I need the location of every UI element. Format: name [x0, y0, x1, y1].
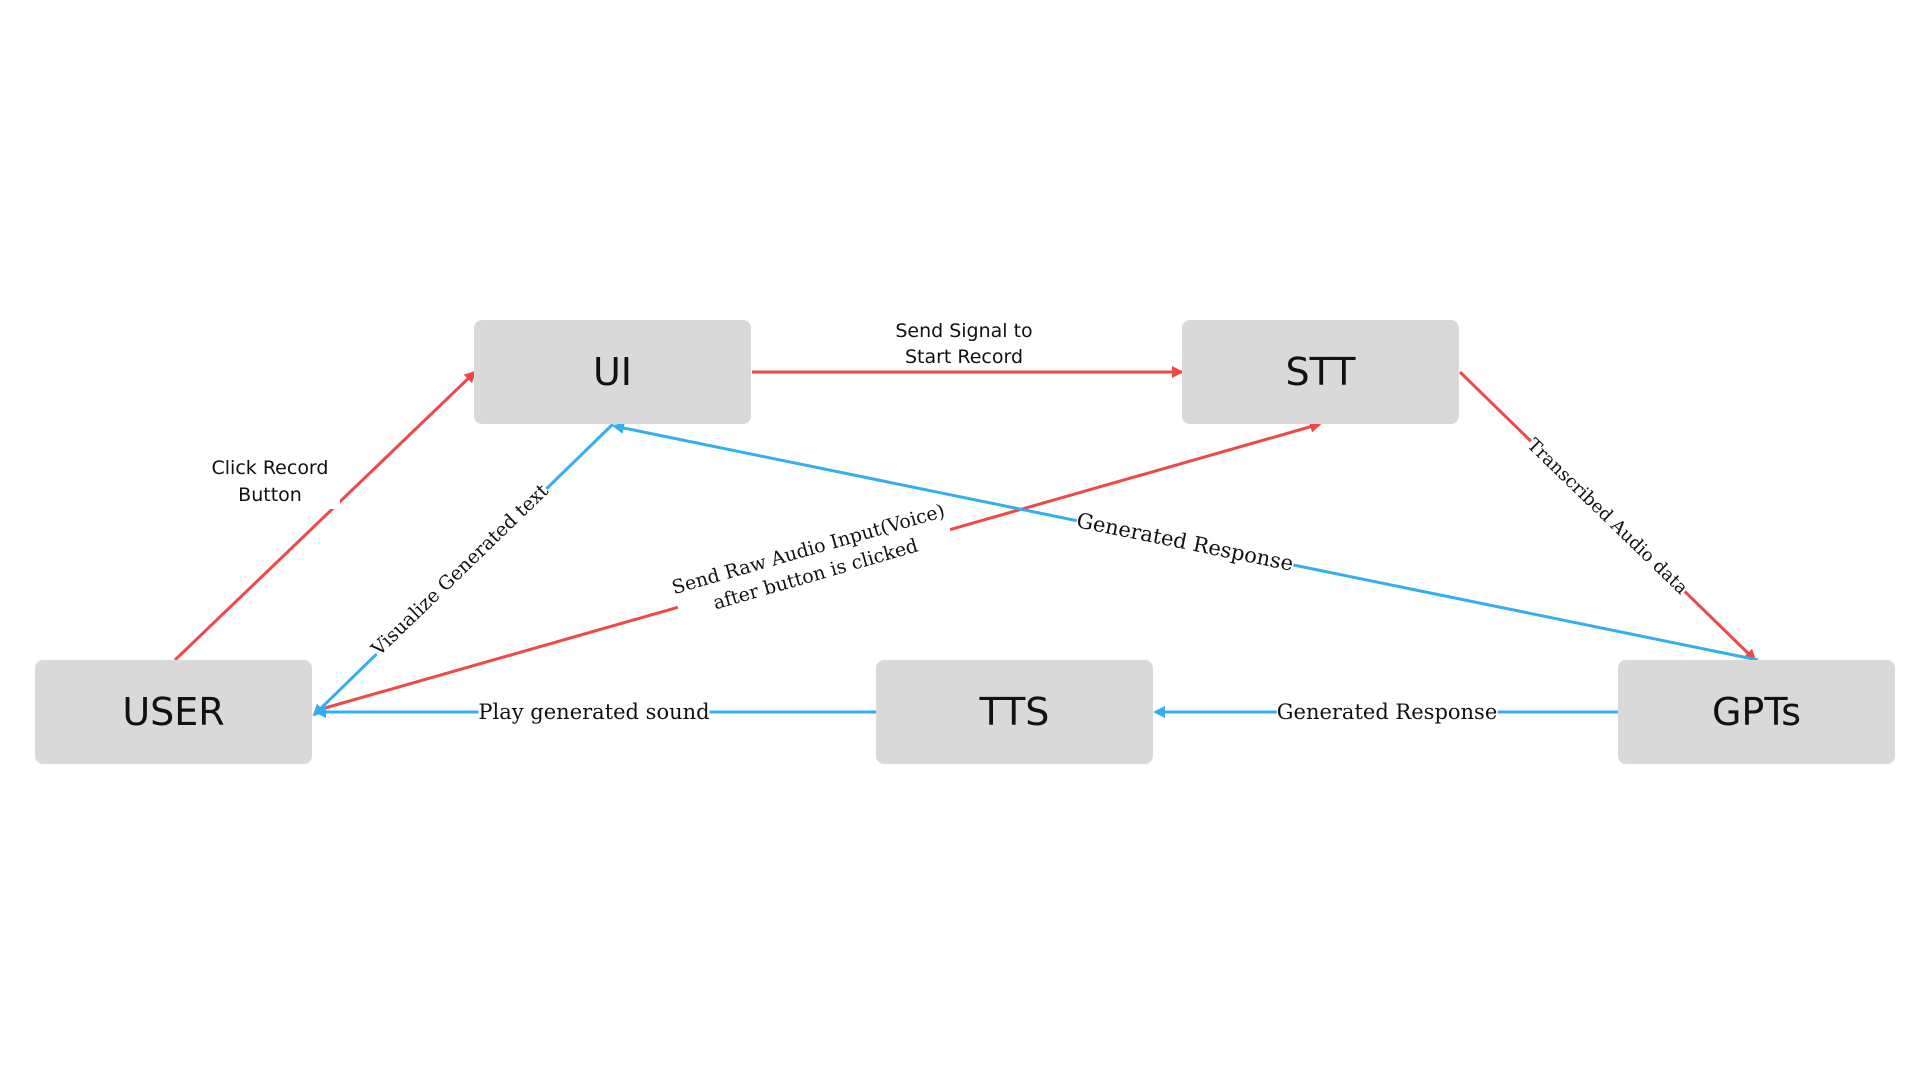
node-stt: STT — [1182, 320, 1459, 424]
node-ui: UI — [474, 320, 751, 424]
node-tts: TTS — [876, 660, 1153, 764]
node-user: USER — [35, 660, 312, 764]
label-ui-to-stt-line2: Start Record — [904, 346, 1024, 368]
label-gpts-to-tts: Generated Response — [1276, 700, 1498, 724]
label-ui-to-stt: Send Signal to Start Record — [884, 318, 1044, 370]
arrow-user-to-ui — [173, 370, 477, 662]
node-gpts: GPTs — [1618, 660, 1895, 764]
label-user-to-ui-line2: Button — [238, 484, 302, 506]
label-tts-to-user: Play generated sound — [478, 700, 710, 724]
label-user-to-ui: Click Record Button — [200, 455, 340, 509]
label-ui-to-stt-line1: Send Signal to — [895, 320, 1033, 342]
label-user-to-ui-line1: Click Record — [211, 457, 329, 479]
